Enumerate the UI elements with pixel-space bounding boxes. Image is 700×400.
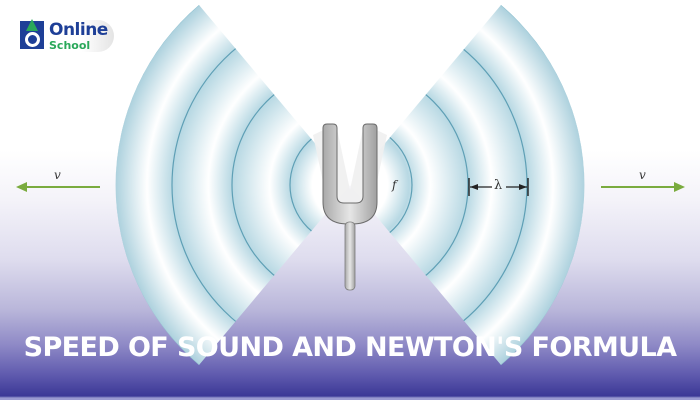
- wave-sector-right: [350, 5, 585, 365]
- online-school-logo[interactable]: Online School: [20, 18, 116, 56]
- logo-text-school: School: [49, 39, 91, 52]
- logo-text-online: Online: [49, 20, 108, 40]
- logo-mark-icon: [20, 19, 44, 49]
- logo-pill: [34, 20, 114, 52]
- velocity-arrow-right: [601, 182, 685, 192]
- velocity-label-right: v: [639, 168, 646, 182]
- velocity-arrow-left: [16, 182, 100, 192]
- tuning-fork-icon: [313, 123, 387, 291]
- wavelength-label: λ: [494, 178, 503, 193]
- page-title: SPEED OF SOUND AND NEWTON'S FORMULA: [23, 332, 677, 363]
- logo-drop-icon: [26, 19, 38, 31]
- frequency-label: f: [392, 178, 397, 192]
- velocity-label-left: v: [54, 168, 61, 182]
- wavelength-marker: [468, 178, 529, 196]
- logo-ring-icon: [25, 32, 40, 47]
